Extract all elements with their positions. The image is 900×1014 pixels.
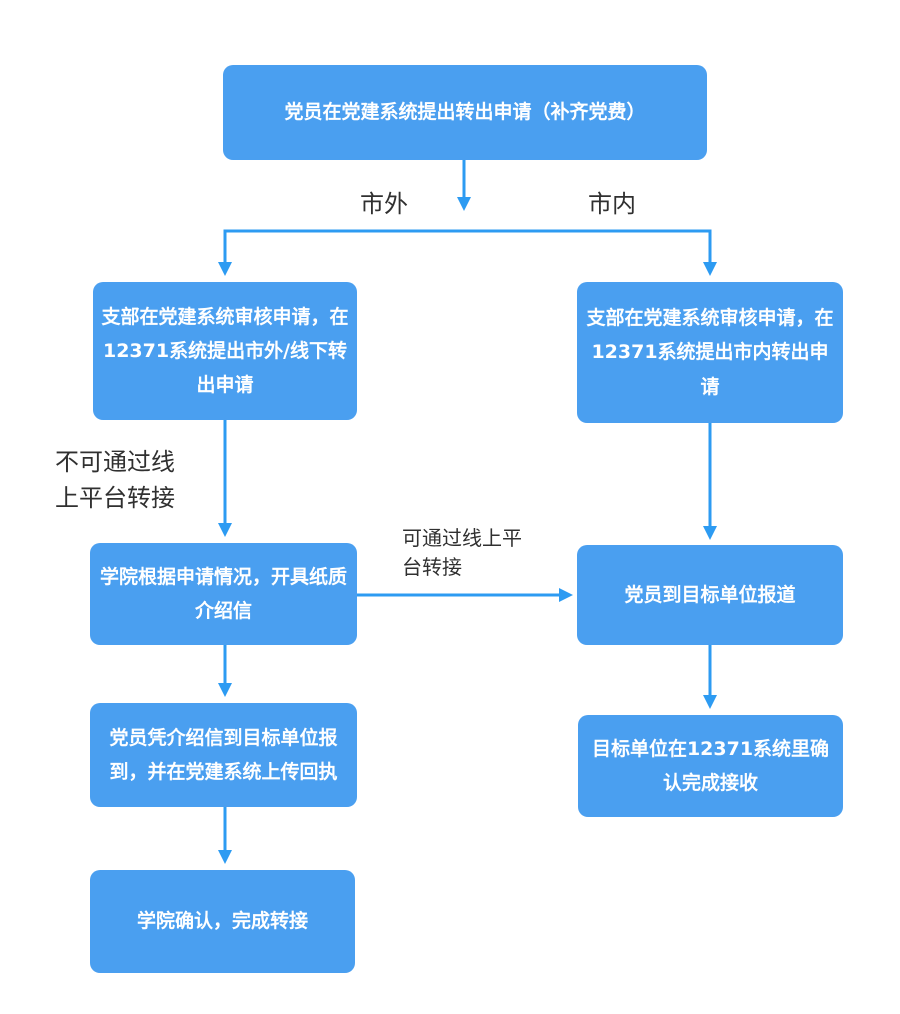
node-member-report-target: 党员到目标单位报道 xyxy=(577,545,843,645)
node-start: 党员在党建系统提出转出申请（补齐党费） xyxy=(223,65,707,160)
node-member-report-with-letter: 党员凭介绍信到目标单位报到，并在党建系统上传回执 xyxy=(90,703,357,807)
node-college-confirm: 学院确认，完成转接 xyxy=(90,870,355,973)
node-college-issue-letter: 学院根据申请情况，开具纸质介绍信 xyxy=(90,543,357,645)
node-right-branch-review: 支部在党建系统审核申请，在12371系统提出市内转出申请 xyxy=(577,282,843,423)
edge-label-city-inside: 市内 xyxy=(588,190,636,218)
edge-label-offline-transfer: 不可通过线上平台转接 xyxy=(55,448,175,512)
edge-label-city-outside: 市外 xyxy=(360,190,408,218)
edge-label-online-transfer: 可通过线上平台转接 xyxy=(402,526,522,579)
node-target-unit-confirm: 目标单位在12371系统里确认完成接收 xyxy=(578,715,843,817)
node-left-branch-review: 支部在党建系统审核申请，在12371系统提出市外/线下转出申请 xyxy=(93,282,357,420)
